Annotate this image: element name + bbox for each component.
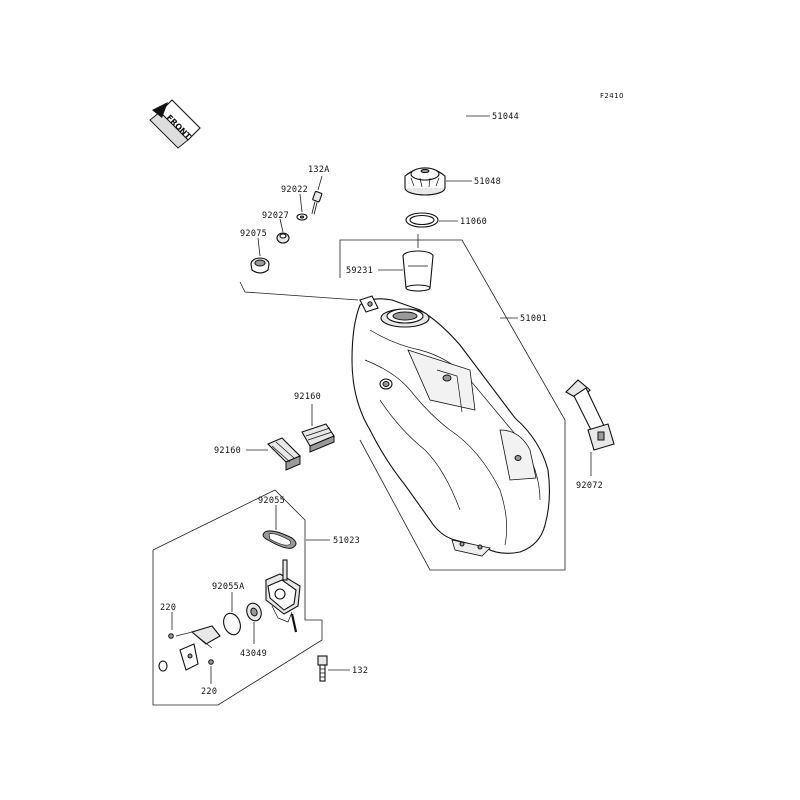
tank-group-outline <box>339 239 566 571</box>
breather-hose-part <box>402 102 467 140</box>
lever-plate-part <box>158 625 221 672</box>
part-label-220-upper: 220 <box>160 603 176 613</box>
part-label-92055A: 92055A <box>212 582 245 592</box>
part-label-51044: 51044 <box>492 112 519 122</box>
part-label-92160-upper: 92160 <box>294 392 321 402</box>
figure-code: F2410 <box>600 92 624 100</box>
part-label-11060: 11060 <box>460 217 487 227</box>
part-label-132A: 132A <box>308 165 330 175</box>
leader-132A <box>317 175 323 191</box>
part-label-92075: 92075 <box>240 229 267 239</box>
collar-92027-part <box>276 232 290 244</box>
part-label-51001: 51001 <box>520 314 547 324</box>
o-ring-92055A-part <box>223 612 241 636</box>
screw-220-upper-part <box>168 633 174 639</box>
cap-gasket-part <box>405 212 439 228</box>
leader-bolt-to-tank <box>239 281 359 301</box>
front-direction-badge: FRONT <box>149 99 201 149</box>
part-label-51023: 51023 <box>333 536 360 546</box>
leader-220-upper-branch <box>175 631 213 649</box>
filler-neck-part <box>402 250 434 292</box>
leader-92022 <box>299 193 303 213</box>
filter-92055-part <box>262 530 297 549</box>
part-label-92160-lower: 92160 <box>214 446 241 456</box>
leader-92075 <box>257 237 261 257</box>
part-label-92027: 92027 <box>262 211 289 221</box>
rubber-strap-92072-part <box>565 379 615 451</box>
fuel-cap-part <box>404 167 446 196</box>
fuel-cock-group-outline <box>152 489 323 706</box>
part-label-92022: 92022 <box>281 185 308 195</box>
fuel-cock-valve-part <box>265 559 301 633</box>
fuel-tank-body <box>351 295 551 557</box>
part-label-92055: 92055 <box>258 496 285 506</box>
part-label-59231: 59231 <box>346 266 373 276</box>
bolt-132A-part <box>311 190 323 215</box>
bolt-132-part <box>317 655 328 682</box>
part-label-92072: 92072 <box>576 481 603 491</box>
pad-92160-upper-part <box>301 423 335 453</box>
part-label-43049: 43049 <box>240 649 267 659</box>
part-label-51048: 51048 <box>474 177 501 187</box>
part-label-220-lower: 220 <box>201 687 217 697</box>
grommet-92075-part <box>250 257 270 274</box>
part-label-132: 132 <box>352 666 368 676</box>
leader-92027 <box>279 218 284 233</box>
gasket-43049-part <box>246 602 262 622</box>
screw-220-lower-part <box>208 659 214 665</box>
pad-92160-lower-part <box>267 437 301 471</box>
washer-92022-part <box>296 213 308 221</box>
